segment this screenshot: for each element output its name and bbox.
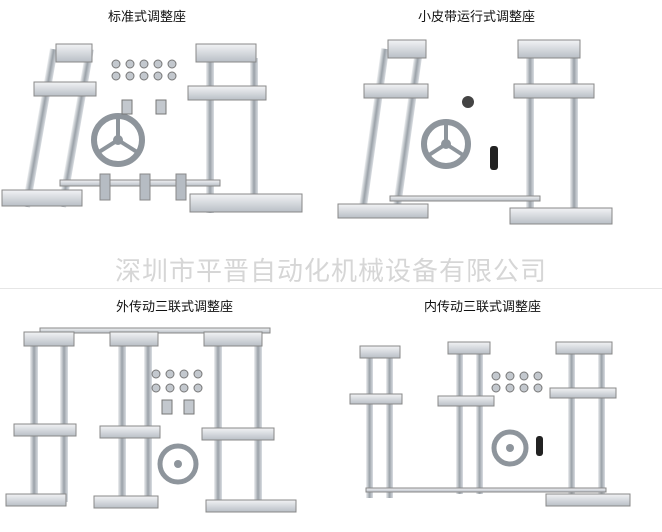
internal-triple-adjuster-drawing	[349, 341, 631, 507]
photo-external-triple-adjuster	[0, 318, 310, 524]
small-belt-adjuster-drawing	[337, 39, 613, 225]
photo-internal-triple-adjuster	[336, 318, 654, 524]
photo-small-belt-adjuster	[330, 28, 650, 238]
company-watermark: 深圳市平晋自动化机械设备有限公司	[114, 257, 547, 287]
caption-small-belt-adjuster: 小皮带运行式调整座	[418, 10, 536, 25]
caption-standard-adjuster: 标准式调整座	[108, 10, 187, 25]
horizontal-divider	[0, 288, 662, 289]
photo-standard-adjuster	[0, 28, 310, 228]
external-triple-adjuster-drawing	[5, 327, 297, 513]
caption-internal-triple-adjuster: 内传动三联式调整座	[424, 300, 542, 315]
caption-external-triple-adjuster: 外传动三联式调整座	[116, 300, 234, 315]
standard-adjuster-drawing	[1, 43, 303, 213]
